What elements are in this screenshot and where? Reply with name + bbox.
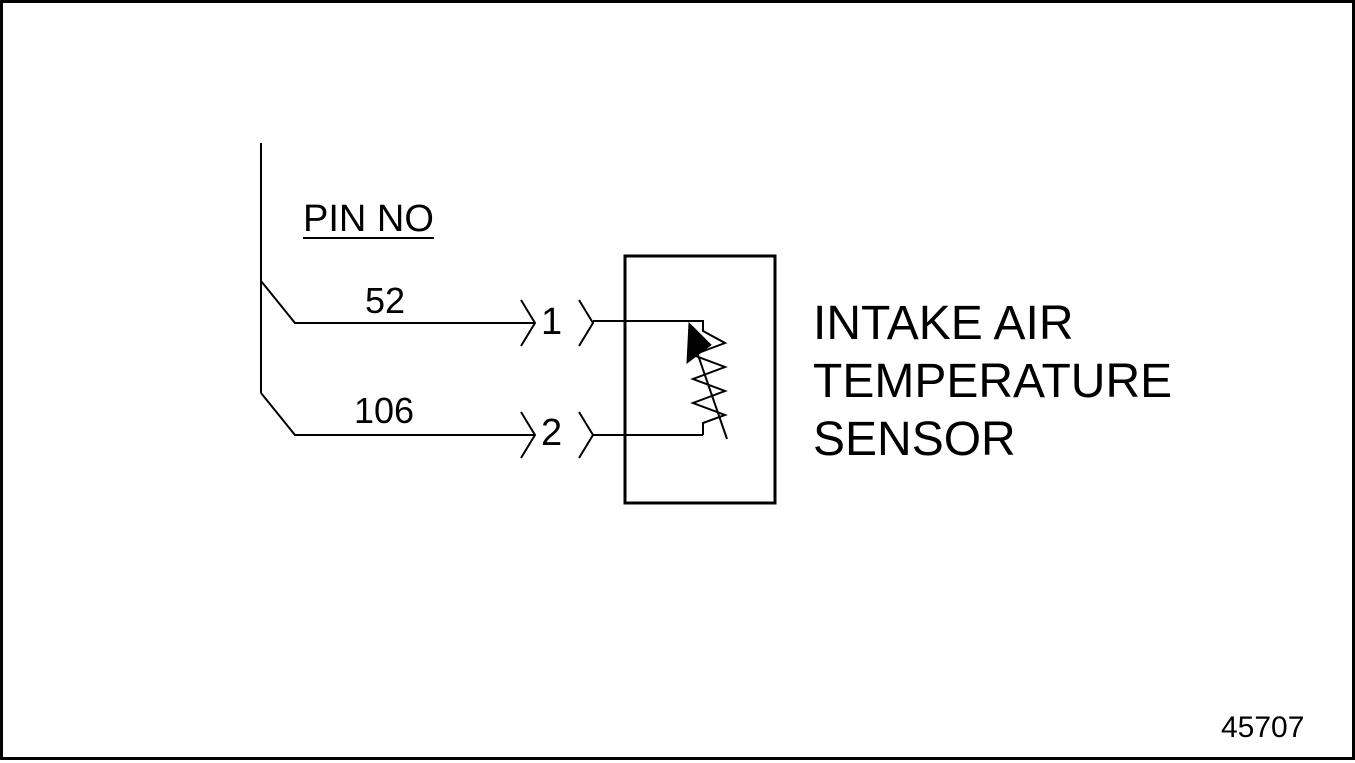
variable-resistor-thermistor-icon xyxy=(686,320,728,440)
wire-106-line xyxy=(260,392,535,436)
sensor-box xyxy=(623,254,777,505)
sensor-name-line-3: SENSOR xyxy=(813,413,1016,466)
pin-number-2: 2 xyxy=(541,412,563,454)
pin-2-female-connector-icon xyxy=(578,411,595,459)
wiring-diagram xyxy=(260,143,777,505)
wire-number-52: 52 xyxy=(365,280,406,321)
wire-52-line xyxy=(260,280,535,324)
wire-number-106: 106 xyxy=(354,390,415,431)
sensor-name-line-2: TEMPERATURE xyxy=(813,355,1173,408)
pin-1-female-connector-icon xyxy=(578,299,595,347)
pin-2-male-connector-icon xyxy=(520,411,537,459)
pin-number-1: 1 xyxy=(541,301,563,343)
pin-no-header: PIN NO xyxy=(303,198,434,240)
pin-1-male-connector-icon xyxy=(520,299,537,347)
figure-number: 45707 xyxy=(1221,711,1305,744)
sensor-name-line-1: INTAKE AIR xyxy=(813,297,1074,350)
